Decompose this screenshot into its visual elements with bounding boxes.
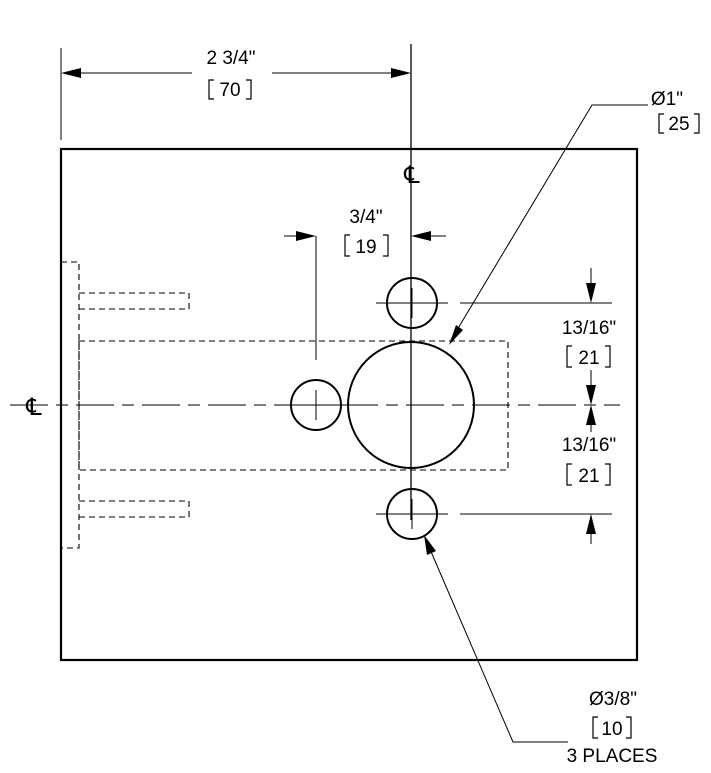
- holes: [280, 277, 475, 540]
- dim-vertical-spacing: 13/16" 21 13/16" 21: [460, 268, 616, 544]
- dim-upper-spacing-imperial: 13/16": [562, 318, 616, 339]
- dim-width: 2 3/4" 70: [60, 48, 411, 140]
- dim-offset: 3/4" 19: [284, 207, 446, 360]
- dim-large-hole-metric: 25: [668, 114, 689, 135]
- dim-offset-imperial: 3/4": [349, 207, 382, 228]
- dim-large-hole-imperial: Ø1": [651, 89, 683, 110]
- dim-upper-spacing-metric: 21: [578, 348, 599, 369]
- dim-small-hole: Ø3/8" 10 3 PLACES: [424, 535, 657, 767]
- dim-width-metric: 70: [219, 80, 240, 101]
- center-lines: [10, 44, 620, 520]
- dim-large-hole: Ø1" 25: [449, 89, 700, 345]
- dim-lower-spacing-imperial: 13/16": [562, 435, 616, 456]
- dim-width-imperial: 2 3/4": [206, 48, 255, 69]
- dim-small-hole-imperial: Ø3/8": [589, 689, 637, 710]
- dim-small-hole-metric: 10: [601, 719, 622, 740]
- dim-small-hole-note: 3 PLACES: [567, 746, 658, 767]
- centerline-symbol-horizontal: ℄: [25, 394, 42, 421]
- dim-lower-spacing-metric: 21: [578, 466, 599, 487]
- centerline-symbol-vertical: ℄: [403, 162, 420, 189]
- dim-offset-metric: 19: [355, 237, 376, 258]
